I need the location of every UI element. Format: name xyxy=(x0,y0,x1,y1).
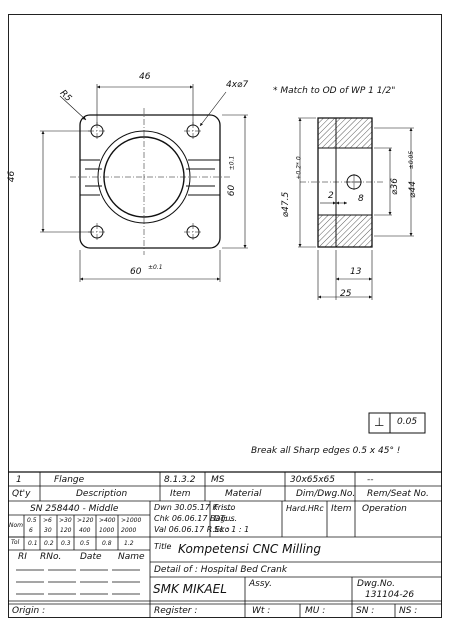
drawing-title: Kompetensi CNC Milling xyxy=(178,542,322,556)
dim-inner: ⌀36 xyxy=(389,178,400,195)
dim-bore-tol: +0.2* 0 xyxy=(295,156,303,180)
assy-label: Assy. xyxy=(249,579,273,589)
tol-tol-label: Tol xyxy=(11,539,20,546)
tol-range-bot-2: 120 xyxy=(60,527,72,534)
dim-holes: 4x⌀7 xyxy=(226,80,249,90)
tol-val-2: 0.3 xyxy=(61,540,71,547)
dim-bore: ⌀47.5 xyxy=(281,191,292,218)
tol-range-bot-1: 30 xyxy=(44,527,52,534)
flange-outline xyxy=(79,114,221,249)
validated-by: Val 06.06.17 R.Eko xyxy=(154,525,230,534)
tol-range-bot-0: 6 xyxy=(29,527,33,534)
dim-60-vertical: 60 xyxy=(227,184,238,197)
sn-label: SN : xyxy=(356,606,375,616)
mu-label: MU : xyxy=(305,606,326,616)
dim-60-v-tol: ±0.1 xyxy=(228,155,236,171)
tol-val-5: 1.2 xyxy=(124,540,134,547)
header-material: Material xyxy=(225,489,262,499)
dim-2: 2 xyxy=(328,191,334,201)
tol-val-1: 0.2 xyxy=(44,540,54,547)
field-scale: Sc : 1 : 1 xyxy=(214,525,250,534)
front-view xyxy=(40,84,248,282)
note-match: * Match to OD of WP 1 1/2" xyxy=(273,86,396,96)
dim-outer: ⌀44 xyxy=(407,181,418,198)
header-rem: Rem/Seat No. xyxy=(367,489,429,499)
dim-46-horizontal: 46 xyxy=(139,72,151,82)
row1-item: 8.1.3.2 xyxy=(164,475,196,485)
company-name: SMK MIKAEL xyxy=(153,582,227,596)
gdt-value: 0.05 xyxy=(397,417,418,427)
tol-range-top-5: >1000 xyxy=(121,517,142,524)
dim-25: 25 xyxy=(340,289,352,299)
drawn-by: Dwn 30.05.17 Kristo xyxy=(154,503,236,512)
title-label: Title xyxy=(154,542,172,551)
row1-rem: -- xyxy=(367,475,374,485)
header-qty: Qt'y xyxy=(12,489,31,499)
section-view xyxy=(298,117,414,300)
standard-label: SN 258440 - Middle xyxy=(30,504,119,514)
tol-range-top-1: >6 xyxy=(43,517,52,524)
ns-label: NS : xyxy=(399,606,418,616)
tol-range-top-4: >400 xyxy=(99,517,116,524)
tol-range-bot-3: 400 xyxy=(79,527,91,534)
tol-val-0: 0.1 xyxy=(28,540,38,547)
rev-rno: RNo. xyxy=(40,552,62,562)
gdt-frame xyxy=(368,412,426,434)
drawing-sheet-border xyxy=(8,14,442,618)
header-dim: Dim/Dwg.No. xyxy=(296,489,356,499)
tol-range-top-3: >120 xyxy=(77,517,94,524)
tol-val-3: 0.5 xyxy=(80,540,90,547)
register-label: Register : xyxy=(154,606,198,616)
checked-by: Chk 06.06.17 Bagus xyxy=(154,514,235,523)
tol-nom-label: Nom xyxy=(9,522,24,529)
hardness-label: Hard.HRc xyxy=(286,504,324,513)
title-block-grid xyxy=(8,471,442,618)
row1-material: MS xyxy=(211,475,225,485)
rev-ri: RI xyxy=(18,552,27,562)
row1-qty: 1 xyxy=(16,475,22,485)
item-label-2: Item xyxy=(331,504,352,514)
rev-date: Date xyxy=(80,552,102,562)
tol-range-bot-4: 1000 xyxy=(99,527,115,534)
dwg-no: 131104-26 xyxy=(365,590,415,600)
operation-label: Operation xyxy=(362,504,407,514)
row1-desc: Flange xyxy=(54,475,85,485)
edges-note: Break all Sharp edges 0.5 x 45° ! xyxy=(251,446,401,456)
dim-46-vertical: 46 xyxy=(7,170,18,183)
dim-60-horizontal: 60 xyxy=(130,267,142,277)
tol-range-top-2: >30 xyxy=(59,517,72,524)
tol-range-top-0: 0.5 xyxy=(27,517,37,524)
tol-range-bot-5: 2000 xyxy=(121,527,137,534)
detail-of: Detail of : Hospital Bed Crank xyxy=(154,565,288,575)
rev-name: Name xyxy=(118,552,145,562)
dim-8: 8 xyxy=(358,194,364,204)
gdt-perpendicularity-icon: ⊥ xyxy=(374,415,385,429)
header-item: Item xyxy=(170,489,191,499)
field-dt: DT: ... xyxy=(214,514,238,523)
tol-val-4: 0.8 xyxy=(102,540,112,547)
dim-outer-tol: ±0.05 xyxy=(408,150,416,170)
header-desc: Description xyxy=(76,489,128,499)
dim-60-h-tol: ±0.1 xyxy=(148,264,163,271)
dim-13: 13 xyxy=(350,267,362,277)
field-f: F : ... xyxy=(214,503,235,512)
weight-label: Wt : xyxy=(252,606,271,616)
origin-label: Origin : xyxy=(12,606,46,616)
dwg-no-label: Dwg.No. xyxy=(357,579,395,589)
row1-dim: 30x65x65 xyxy=(290,475,336,485)
